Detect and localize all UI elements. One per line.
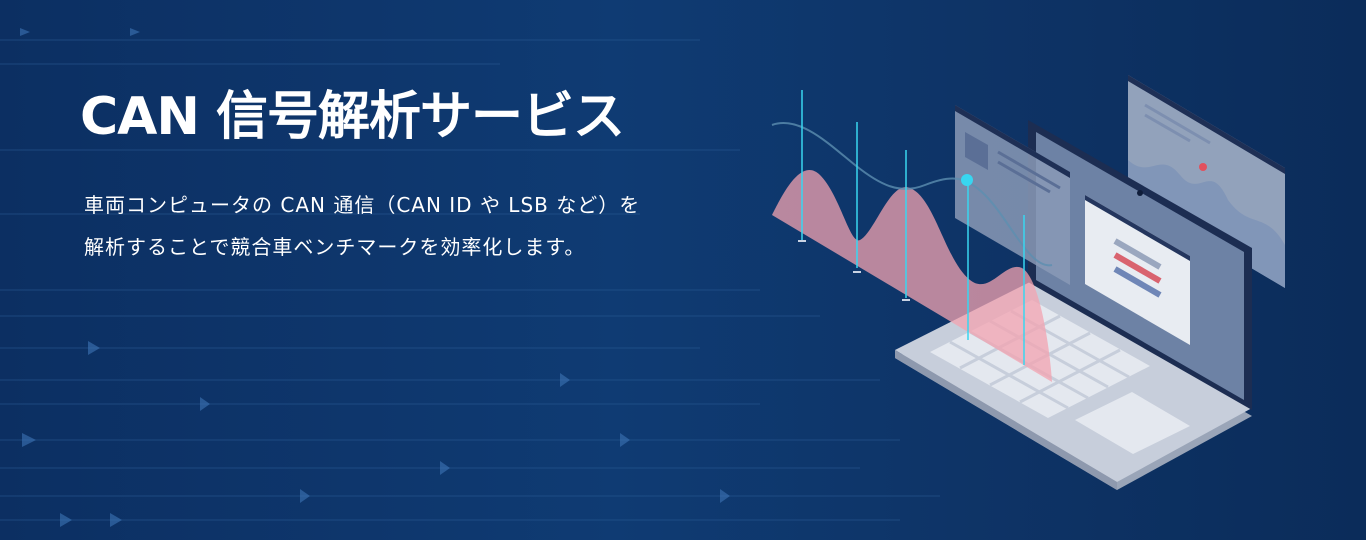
floating-window <box>955 105 1070 285</box>
description-line-1: 車両コンピュータの CAN 通信（CAN ID や LSB など）を <box>84 193 641 217</box>
laptop-screen <box>1028 120 1252 410</box>
waveform-marker <box>961 174 973 186</box>
description: 車両コンピュータの CAN 通信（CAN ID や LSB など）を 解析するこ… <box>84 184 744 268</box>
page-title: CAN 信号解析サービス <box>80 87 625 147</box>
description-line-2: 解析することで競合車ベンチマークを効率化します。 <box>84 235 586 259</box>
waveform-graph <box>771 90 1053 382</box>
laptop-illustration <box>771 75 1285 490</box>
